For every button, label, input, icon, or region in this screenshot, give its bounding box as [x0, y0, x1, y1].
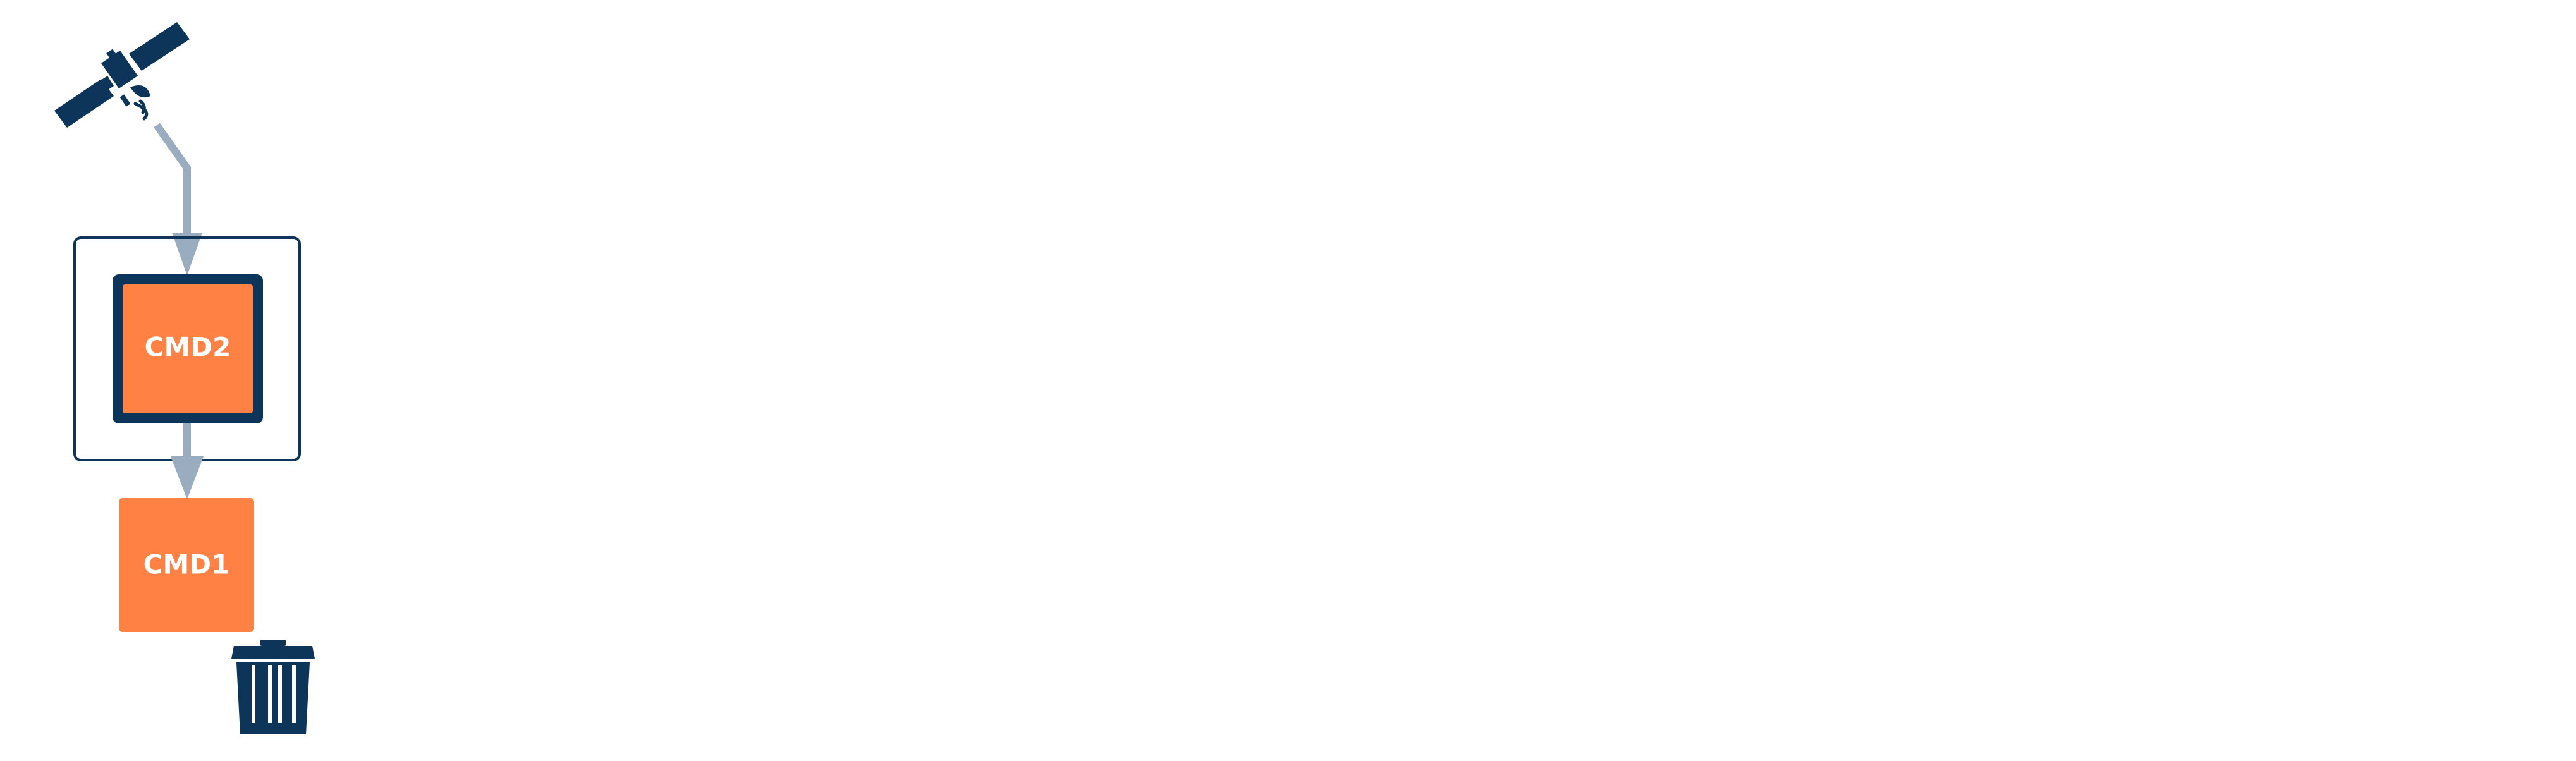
satellite-icon [54, 22, 190, 128]
arrow-satellite-to-cmd2 [154, 123, 202, 276]
cmd1-label: CMD1 [143, 549, 230, 580]
cmd2-node[interactable]: CMD2 [113, 274, 263, 423]
cmd2-label: CMD2 [145, 332, 231, 363]
cmd1-node[interactable]: CMD1 [119, 498, 254, 632]
trash-bin-icon[interactable] [231, 640, 315, 734]
arrow-cmd2-to-cmd1 [171, 422, 204, 499]
